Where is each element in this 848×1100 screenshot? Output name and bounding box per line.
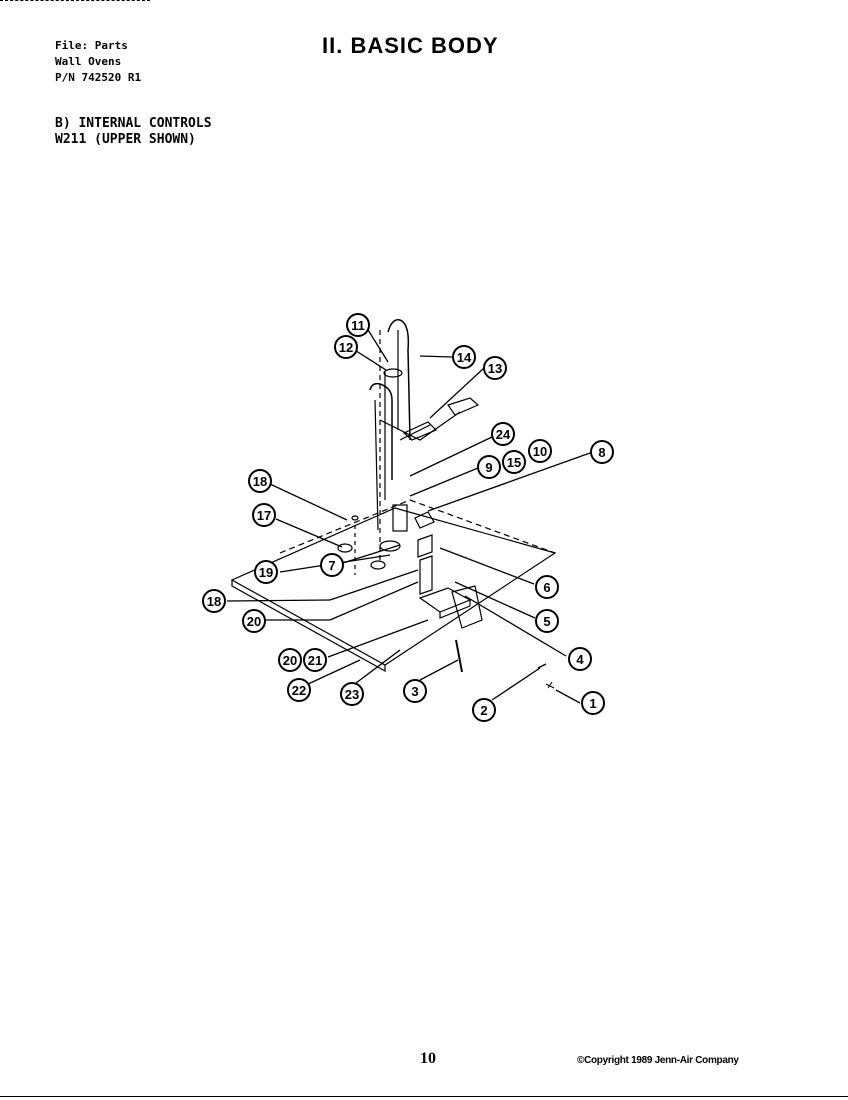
file-header: File: Parts Wall Ovens P/N 742520 R1 [55,38,141,86]
callout-22: 22 [287,678,311,702]
bracket-13 [447,397,480,416]
svg-text:18: 18 [253,474,267,489]
switch-6 [417,534,433,558]
svg-text:19: 19 [259,565,273,580]
svg-text:15: 15 [507,455,521,470]
callout-18-lower: 18 [202,589,226,613]
svg-text:24: 24 [496,427,511,442]
screw-3 [455,639,463,673]
svg-text:17: 17 [257,508,271,523]
callout-2: 2 [472,698,496,722]
grommet-ring [383,368,403,378]
svg-text:4: 4 [576,652,584,667]
callout-15: 15 [502,450,526,474]
vent-tube-lower [369,382,393,480]
callout-23: 23 [340,682,364,706]
callout-1: 1 [581,691,605,715]
svg-text:21: 21 [308,653,322,668]
callout-4: 4 [568,647,592,671]
callout-3: 3 [403,679,427,703]
product-line: Wall Ovens [55,55,122,68]
svg-text:11: 11 [351,318,365,333]
callout-12: 12 [334,335,358,359]
callout-20-upper: 20 [242,609,266,633]
thermostat-block [392,504,408,532]
page-number: 10 [420,1050,436,1067]
svg-text:18: 18 [207,594,221,609]
callout-10: 10 [528,439,552,463]
svg-text:14: 14 [457,350,472,365]
svg-text:6: 6 [543,580,550,595]
assembly-drawing [230,319,557,689]
page-title: II. BASIC BODY [322,33,499,58]
svg-text:20: 20 [247,614,261,629]
callout-markers: 11 12 14 13 24 9 15 10 8 18 17 19 7 18 6… [202,313,614,722]
section-line-1: B) INTERNAL CONTROLS [55,116,212,131]
callout-20-lower: 20 [278,648,302,672]
leader-lines [226,324,591,704]
svg-text:7: 7 [328,558,335,573]
callout-8: 8 [590,440,614,464]
svg-text:23: 23 [345,687,359,702]
svg-text:3: 3 [411,684,418,699]
svg-text:13: 13 [488,361,502,376]
callout-24: 24 [491,422,515,446]
callout-13: 13 [483,356,507,380]
callout-14: 14 [452,345,476,369]
screw-2 [537,663,547,669]
file-line: File: Parts [55,39,128,52]
callout-6: 6 [535,575,559,599]
section-line-2: W211 (UPPER SHOWN) [55,132,196,147]
top-rule [0,0,150,4]
svg-text:12: 12 [339,340,353,355]
callout-9: 9 [477,455,501,479]
svg-text:10: 10 [533,444,547,459]
plate-dashed-outline [279,499,411,554]
part-number-line: P/N 742520 R1 [55,71,142,84]
copyright-notice: ©Copyright 1989 Jenn-Air Company [577,1055,739,1066]
section-heading: B) INTERNAL CONTROLS W211 (UPPER SHOWN) [55,116,212,148]
grommet-17 [337,543,353,553]
callout-7: 7 [320,553,344,577]
svg-text:22: 22 [292,683,306,698]
svg-text:8: 8 [598,445,605,460]
callout-11: 11 [346,313,370,337]
svg-text:9: 9 [485,460,492,475]
svg-text:5: 5 [543,614,550,629]
vent-tube-upper [387,319,411,441]
callout-19: 19 [254,560,278,584]
svg-text:1: 1 [589,696,596,711]
svg-text:20: 20 [283,653,297,668]
svg-text:2: 2 [480,703,487,718]
clip-1 [545,681,555,689]
callout-5: 5 [535,609,559,633]
callout-17: 17 [252,503,276,527]
bottom-rule [0,1096,848,1097]
callout-18-upper: 18 [248,469,272,493]
callout-21: 21 [303,648,327,672]
mounting-plate-edge [231,580,386,673]
